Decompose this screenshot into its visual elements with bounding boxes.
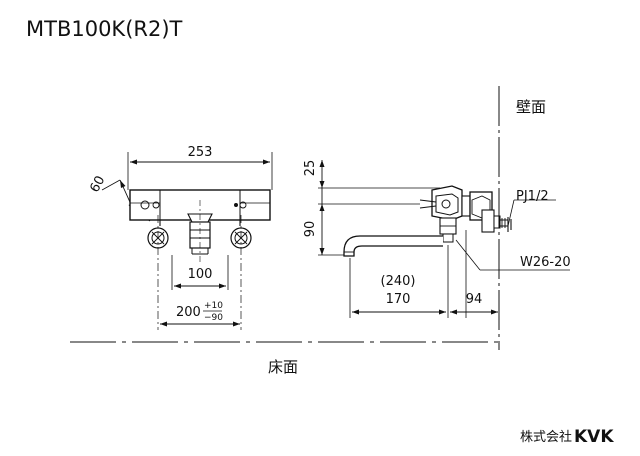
dim-90: 90 <box>303 221 318 238</box>
brand-prefix: 株式会社 <box>520 429 572 445</box>
dim-60: 60 <box>87 174 108 196</box>
label-floor: 床面 <box>268 358 298 376</box>
model-title: MTB100K(R2)T <box>26 17 183 41</box>
dim-200-tol-minus: −90 <box>204 313 223 323</box>
dim-240: (240) <box>381 274 416 289</box>
label-pj: PJ1/2 <box>516 189 549 204</box>
dim-25: 25 <box>303 160 318 177</box>
side-view <box>318 86 570 350</box>
brand-logo: KVK <box>574 427 614 447</box>
dim-94: 94 <box>466 292 483 307</box>
label-wall: 壁面 <box>516 98 546 116</box>
label-w: W26-20 <box>520 255 571 270</box>
front-view <box>101 152 273 330</box>
dim-253: 253 <box>188 145 213 160</box>
dim-170: 170 <box>386 292 411 307</box>
dim-200-tol-plus: +10 <box>204 301 223 311</box>
dim-100: 100 <box>188 267 213 282</box>
dim-200: 200 <box>176 305 201 320</box>
